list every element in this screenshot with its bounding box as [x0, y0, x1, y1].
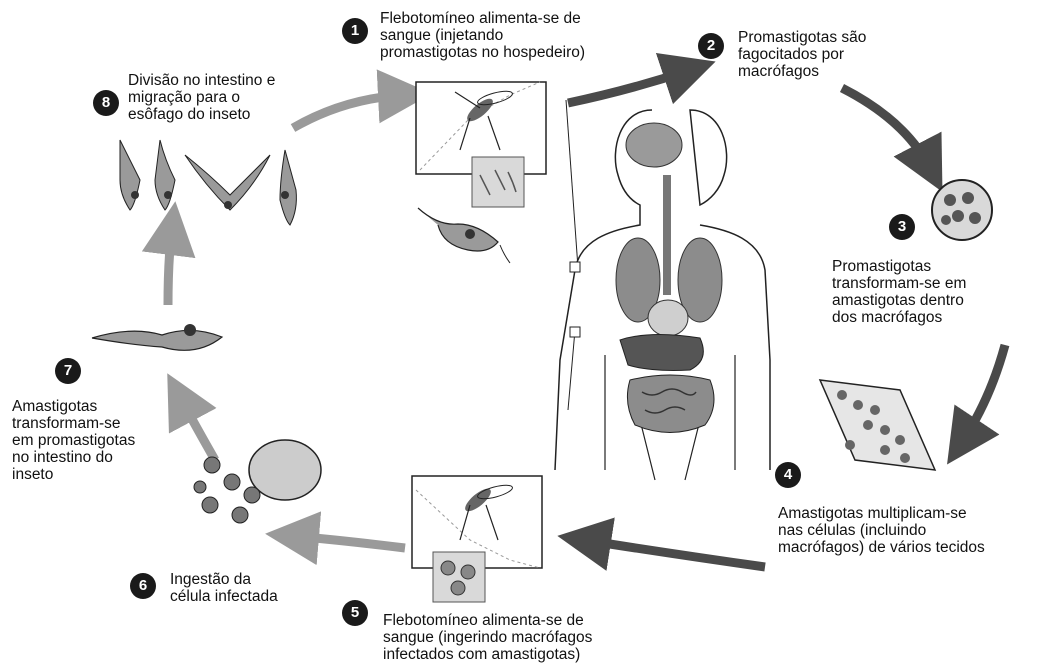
arrow-7-to-8: [168, 228, 172, 305]
step-1-number: 1: [342, 18, 368, 44]
step-3-label: Promastigotas transformam-se em amastigo…: [832, 258, 966, 326]
arrow-5-to-6: [292, 536, 405, 548]
arrow-8-to-1: [293, 95, 405, 128]
arrow-6-to-7: [180, 397, 215, 460]
step-6-label: Ingestão da célula infectada: [170, 571, 278, 605]
step-1-label: Flebotomíneo alimenta-se de sangue (inje…: [380, 10, 585, 61]
promastigote-transforming: [92, 324, 222, 350]
arrow-3-to-4: [962, 345, 1005, 442]
step-2-label: Promastigotas são fagocitados por macróf…: [738, 29, 866, 80]
human-body-figure: [555, 100, 770, 480]
arrow-1-to-2: [568, 70, 690, 103]
step-6-number: 6: [130, 573, 156, 599]
arrow-4-to-5: [584, 540, 765, 567]
step-4-label: Amastigotas multiplicam-se nas células (…: [778, 505, 985, 556]
step-4-number: 4: [775, 462, 801, 488]
tissue-with-amastigotes: [820, 380, 935, 470]
step-2-number: 2: [698, 33, 724, 59]
sandfly-feeding-box-top: [416, 82, 546, 207]
arrow-2-to-3: [842, 88, 930, 168]
macrophage-cell: [932, 180, 992, 240]
step-7-number: 7: [55, 358, 81, 384]
dividing-promastigotes: [120, 140, 296, 225]
step-7-label: Amastigotas transformam-se em promastigo…: [12, 398, 135, 483]
promastigote-free: [418, 208, 510, 263]
step-8-number: 8: [93, 90, 119, 116]
step-3-number: 3: [889, 214, 915, 240]
step-8-label: Divisão no intestino e migração para o e…: [128, 72, 275, 123]
step-5-label: Flebotomíneo alimenta-se de sangue (inge…: [383, 612, 592, 663]
step-5-number: 5: [342, 600, 368, 626]
sandfly-feeding-box-bottom: [412, 476, 542, 602]
